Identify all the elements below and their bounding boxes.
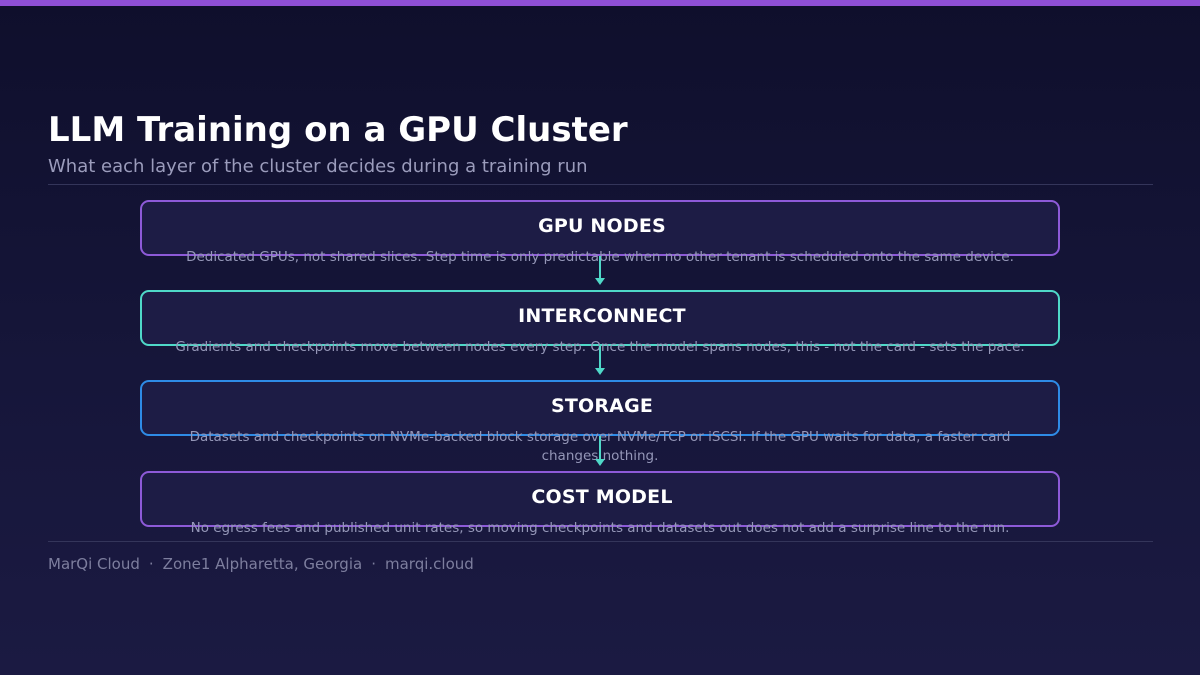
header-divider — [48, 184, 1153, 185]
footer-url: marqi.cloud — [384, 555, 474, 573]
footer-location: Zone1 Alpharetta, Georgia — [162, 555, 363, 573]
layer-storage-title: STORAGE — [550, 395, 654, 417]
layer-cost-model-box: COST MODEL — [140, 471, 1060, 527]
layer-cost-model-description: No egress fees and published unit rates,… — [190, 520, 1010, 536]
layer-gpu-nodes-box: GPU NODES — [140, 200, 1060, 256]
arrow-down-icon — [595, 278, 605, 285]
connector-line-2 — [599, 346, 601, 368]
layer-cost-model-title: COST MODEL — [531, 486, 673, 508]
layer-interconnect-box: INTERCONNECT — [140, 290, 1060, 346]
page-title: LLM Training on a GPU Cluster — [48, 110, 628, 150]
footer: MarQi Cloud · Zone1 Alpharetta, Georgia · ma… — [48, 555, 474, 573]
arrow-down-icon — [595, 368, 605, 375]
connector-line-3 — [599, 436, 601, 459]
layer-storage-box: STORAGE — [140, 380, 1060, 436]
footer-separator: · — [148, 555, 154, 573]
footer-separator: · — [371, 555, 376, 573]
footer-brand: MarQi Cloud — [48, 555, 140, 573]
page-subtitle: What each layer of the cluster decides d… — [48, 156, 588, 177]
footer-divider — [48, 541, 1153, 542]
layer-gpu-nodes-title: GPU NODES — [538, 215, 666, 237]
arrow-down-icon — [595, 459, 605, 466]
layer-interconnect-title: INTERCONNECT — [518, 305, 686, 327]
top-accent-bar — [0, 0, 1200, 6]
connector-line-1 — [599, 256, 601, 278]
